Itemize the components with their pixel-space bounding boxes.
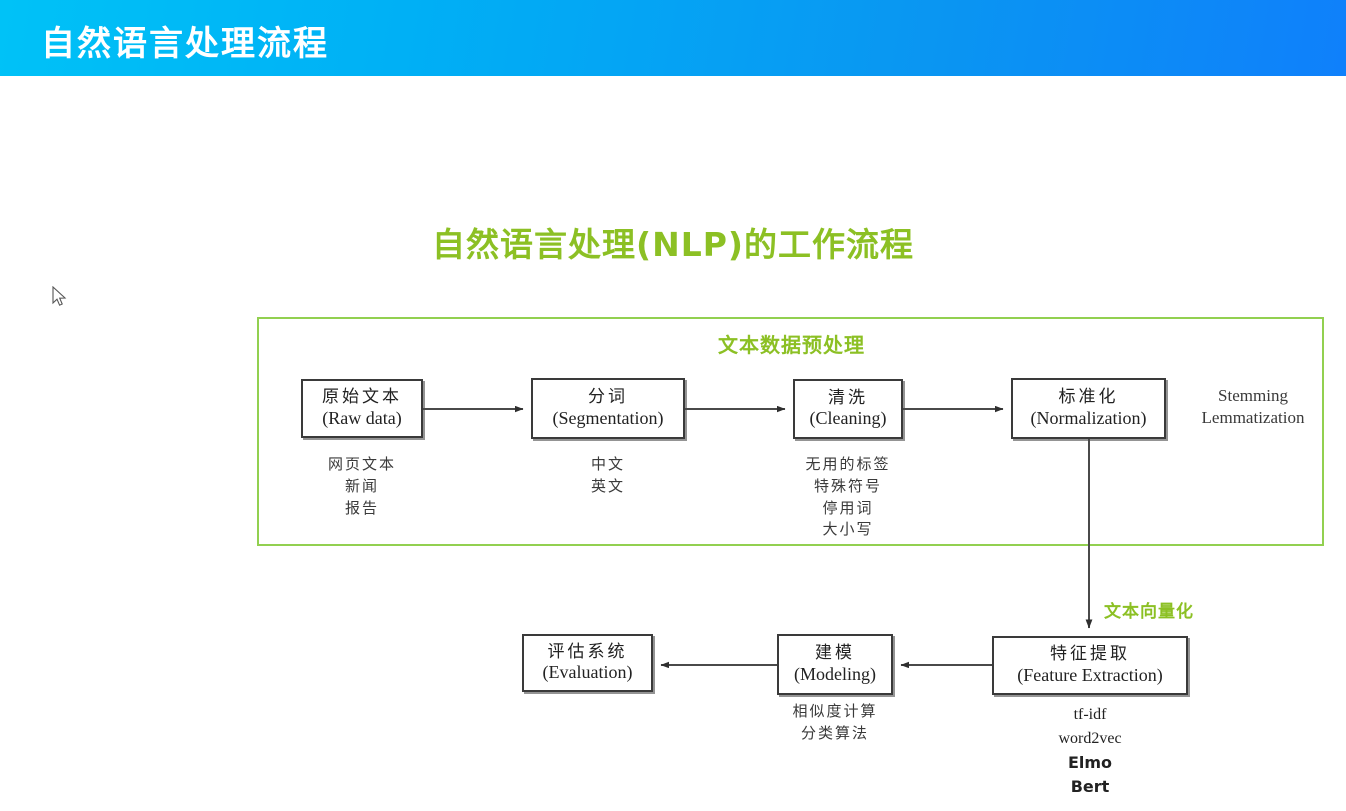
- flow-box-evaluation-en: (Evaluation): [542, 662, 633, 683]
- slide-canvas: 自然语言处理(NLP)的工作流程 文本数据预处理 原始文本 (Raw data)…: [0, 76, 1346, 811]
- vectorization-label: 文本向量化: [1104, 602, 1194, 622]
- diagram-title: 自然语言处理(NLP)的工作流程: [432, 225, 914, 264]
- flow-box-raw-data-en: (Raw data): [322, 407, 402, 428]
- preprocessing-label: 文本数据预处理: [718, 333, 865, 357]
- flow-box-raw-data[interactable]: 原始文本 (Raw data): [301, 379, 423, 438]
- flow-box-feature-extraction[interactable]: 特征提取 (Feature Extraction): [992, 636, 1188, 695]
- feature-method-tfidf: tf-idf: [1073, 706, 1107, 723]
- mouse-pointer-icon: [52, 286, 67, 306]
- feature-method-elmo: Elmo: [1067, 753, 1113, 772]
- caption-segmentation: 中文 英文: [590, 455, 625, 495]
- flow-box-segmentation[interactable]: 分词 (Segmentation): [531, 378, 685, 439]
- flow-box-cleaning[interactable]: 清洗 (Cleaning): [793, 379, 903, 439]
- note-stemming-lemmatization: Stemming Lemmatization: [1201, 386, 1305, 428]
- caption-raw-data: 网页文本 新闻 报告: [327, 455, 396, 517]
- flow-box-segmentation-en: (Segmentation): [552, 407, 664, 428]
- feature-method-bert: Bert: [1070, 777, 1110, 796]
- flow-box-modeling-cn: 建模: [815, 643, 855, 664]
- page-title: 自然语言处理流程: [41, 24, 329, 64]
- flow-box-feature-extraction-cn: 特征提取: [1050, 644, 1130, 665]
- caption-modeling: 相似度计算 分类算法: [792, 702, 878, 742]
- flow-box-segmentation-cn: 分词: [588, 387, 628, 408]
- header-bar: 自然语言处理流程: [0, 0, 1346, 76]
- flow-box-raw-data-cn: 原始文本: [322, 387, 402, 408]
- feature-method-word2vec: word2vec: [1058, 730, 1122, 747]
- flow-box-evaluation-cn: 评估系统: [547, 641, 628, 662]
- feature-methods-list: tf-idf word2vec Elmo Bert: [1010, 703, 1170, 799]
- caption-cleaning: 无用的标签 特殊符号 停用词 大小写: [805, 455, 891, 539]
- flow-box-normalization-en: (Normalization): [1030, 407, 1147, 428]
- preprocessing-container: [257, 317, 1324, 546]
- flow-box-normalization[interactable]: 标准化 (Normalization): [1011, 378, 1166, 439]
- flow-box-cleaning-en: (Cleaning): [809, 408, 887, 429]
- flow-box-cleaning-cn: 清洗: [828, 387, 868, 408]
- flow-box-modeling-en: (Modeling): [794, 663, 876, 684]
- flow-box-normalization-cn: 标准化: [1058, 387, 1119, 408]
- flow-box-feature-extraction-en: (Feature Extraction): [1017, 664, 1163, 685]
- flow-box-evaluation[interactable]: 评估系统 (Evaluation): [522, 634, 653, 692]
- flow-box-modeling[interactable]: 建模 (Modeling): [777, 634, 893, 695]
